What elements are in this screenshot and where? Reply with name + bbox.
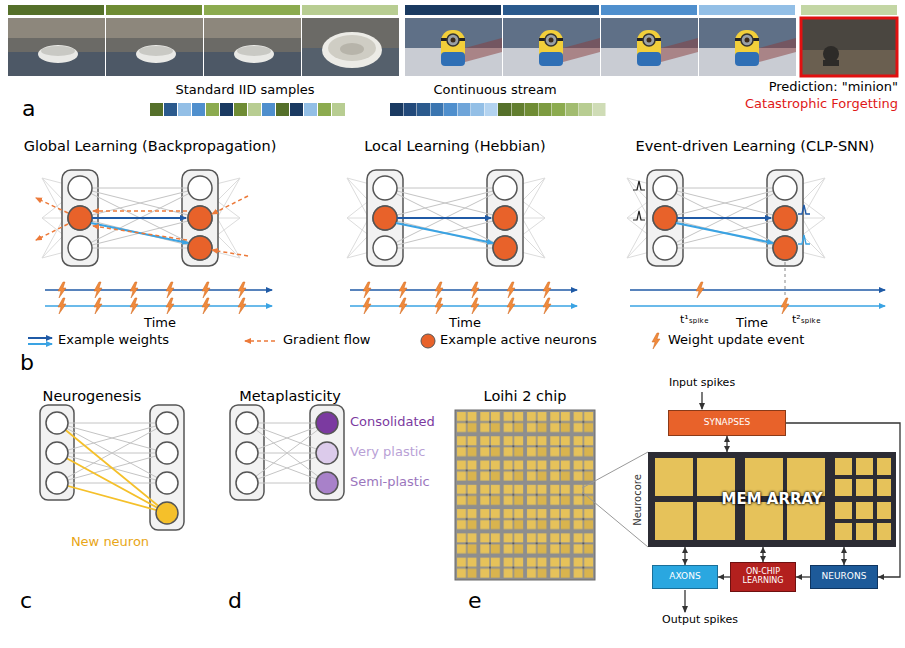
panel-letter: c — [20, 588, 32, 613]
io-label: Output spikes — [662, 614, 738, 627]
axis-label: Time — [144, 316, 176, 331]
plasticity-label: Semi-plastic — [350, 475, 430, 490]
io-label: Input spikes — [669, 377, 735, 390]
network-global — [36, 170, 248, 266]
network-local — [347, 170, 545, 266]
loihi-chip — [455, 410, 648, 580]
legend-text: Example active neurons — [440, 333, 597, 348]
node-text: SYNAPSES — [704, 418, 751, 428]
sample-frames — [8, 18, 897, 76]
axon-block: AXONS — [652, 565, 718, 589]
memory-array: MEM ARRAY — [648, 452, 896, 547]
panel-title: Global Learning (Backpropagation) — [24, 138, 277, 155]
new-neuron-label: New neuron — [71, 535, 149, 550]
connector — [726, 436, 727, 452]
plasticity-label: Very plastic — [350, 445, 426, 460]
legend-icons — [28, 333, 660, 349]
stream-color-bars — [8, 5, 897, 15]
plasticity-label: Consolidated — [350, 415, 435, 430]
panel-letter: a — [22, 96, 35, 121]
neuron-block: NEURONS — [810, 565, 878, 589]
panel-letter: e — [468, 588, 482, 613]
axis-label: Time — [736, 316, 768, 331]
synapse-block: SYNAPSES — [668, 410, 786, 436]
panel-caption: Continuous stream — [433, 83, 556, 98]
learning-block: ON-CHIP LEARNING — [730, 562, 796, 592]
network-event — [627, 170, 825, 298]
panel-letter: b — [20, 350, 34, 375]
panel-caption: Standard IID samples — [175, 83, 314, 98]
connector — [843, 547, 844, 565]
network-metaplasticity — [230, 405, 344, 500]
panel-letter: d — [228, 588, 242, 613]
update-events — [58, 282, 789, 314]
panel-title: Loihi 2 chip — [484, 388, 567, 405]
panel-title: Event-driven Learning (CLP-SNN) — [636, 138, 875, 155]
prediction-text: Prediction: "minion" — [769, 80, 898, 95]
node-text: NEURONS — [822, 572, 867, 582]
legend-text: Weight update event — [668, 333, 804, 348]
sample-squares — [150, 103, 606, 116]
connector — [762, 547, 763, 562]
node-text: AXONS — [669, 572, 700, 582]
panel-title: Neurogenesis — [43, 388, 142, 405]
rotated-label: Neurocore — [632, 474, 644, 526]
connector — [786, 423, 900, 577]
axis-label: Time — [449, 316, 481, 331]
connector — [684, 547, 685, 565]
node-text: ON-CHIP LEARNING — [731, 568, 795, 586]
legend-text: Example weights — [58, 333, 169, 348]
warning-text: Catastrophic Forgetting — [745, 97, 898, 112]
spike-time: t¹ₛₚᵢₖₑ — [680, 314, 709, 327]
connector — [796, 576, 810, 577]
memory-array-tiles — [648, 452, 896, 547]
panel-title: Metaplasticity — [239, 388, 341, 405]
legend-text: Gradient flow — [283, 333, 371, 348]
connector — [718, 576, 730, 577]
node-text: MEM ARRAY — [721, 491, 822, 508]
spike-time: t²ₛₚᵢₖₑ — [792, 314, 821, 327]
panel-title: Local Learning (Hebbian) — [364, 138, 545, 155]
network-neurogenesis — [40, 405, 184, 530]
